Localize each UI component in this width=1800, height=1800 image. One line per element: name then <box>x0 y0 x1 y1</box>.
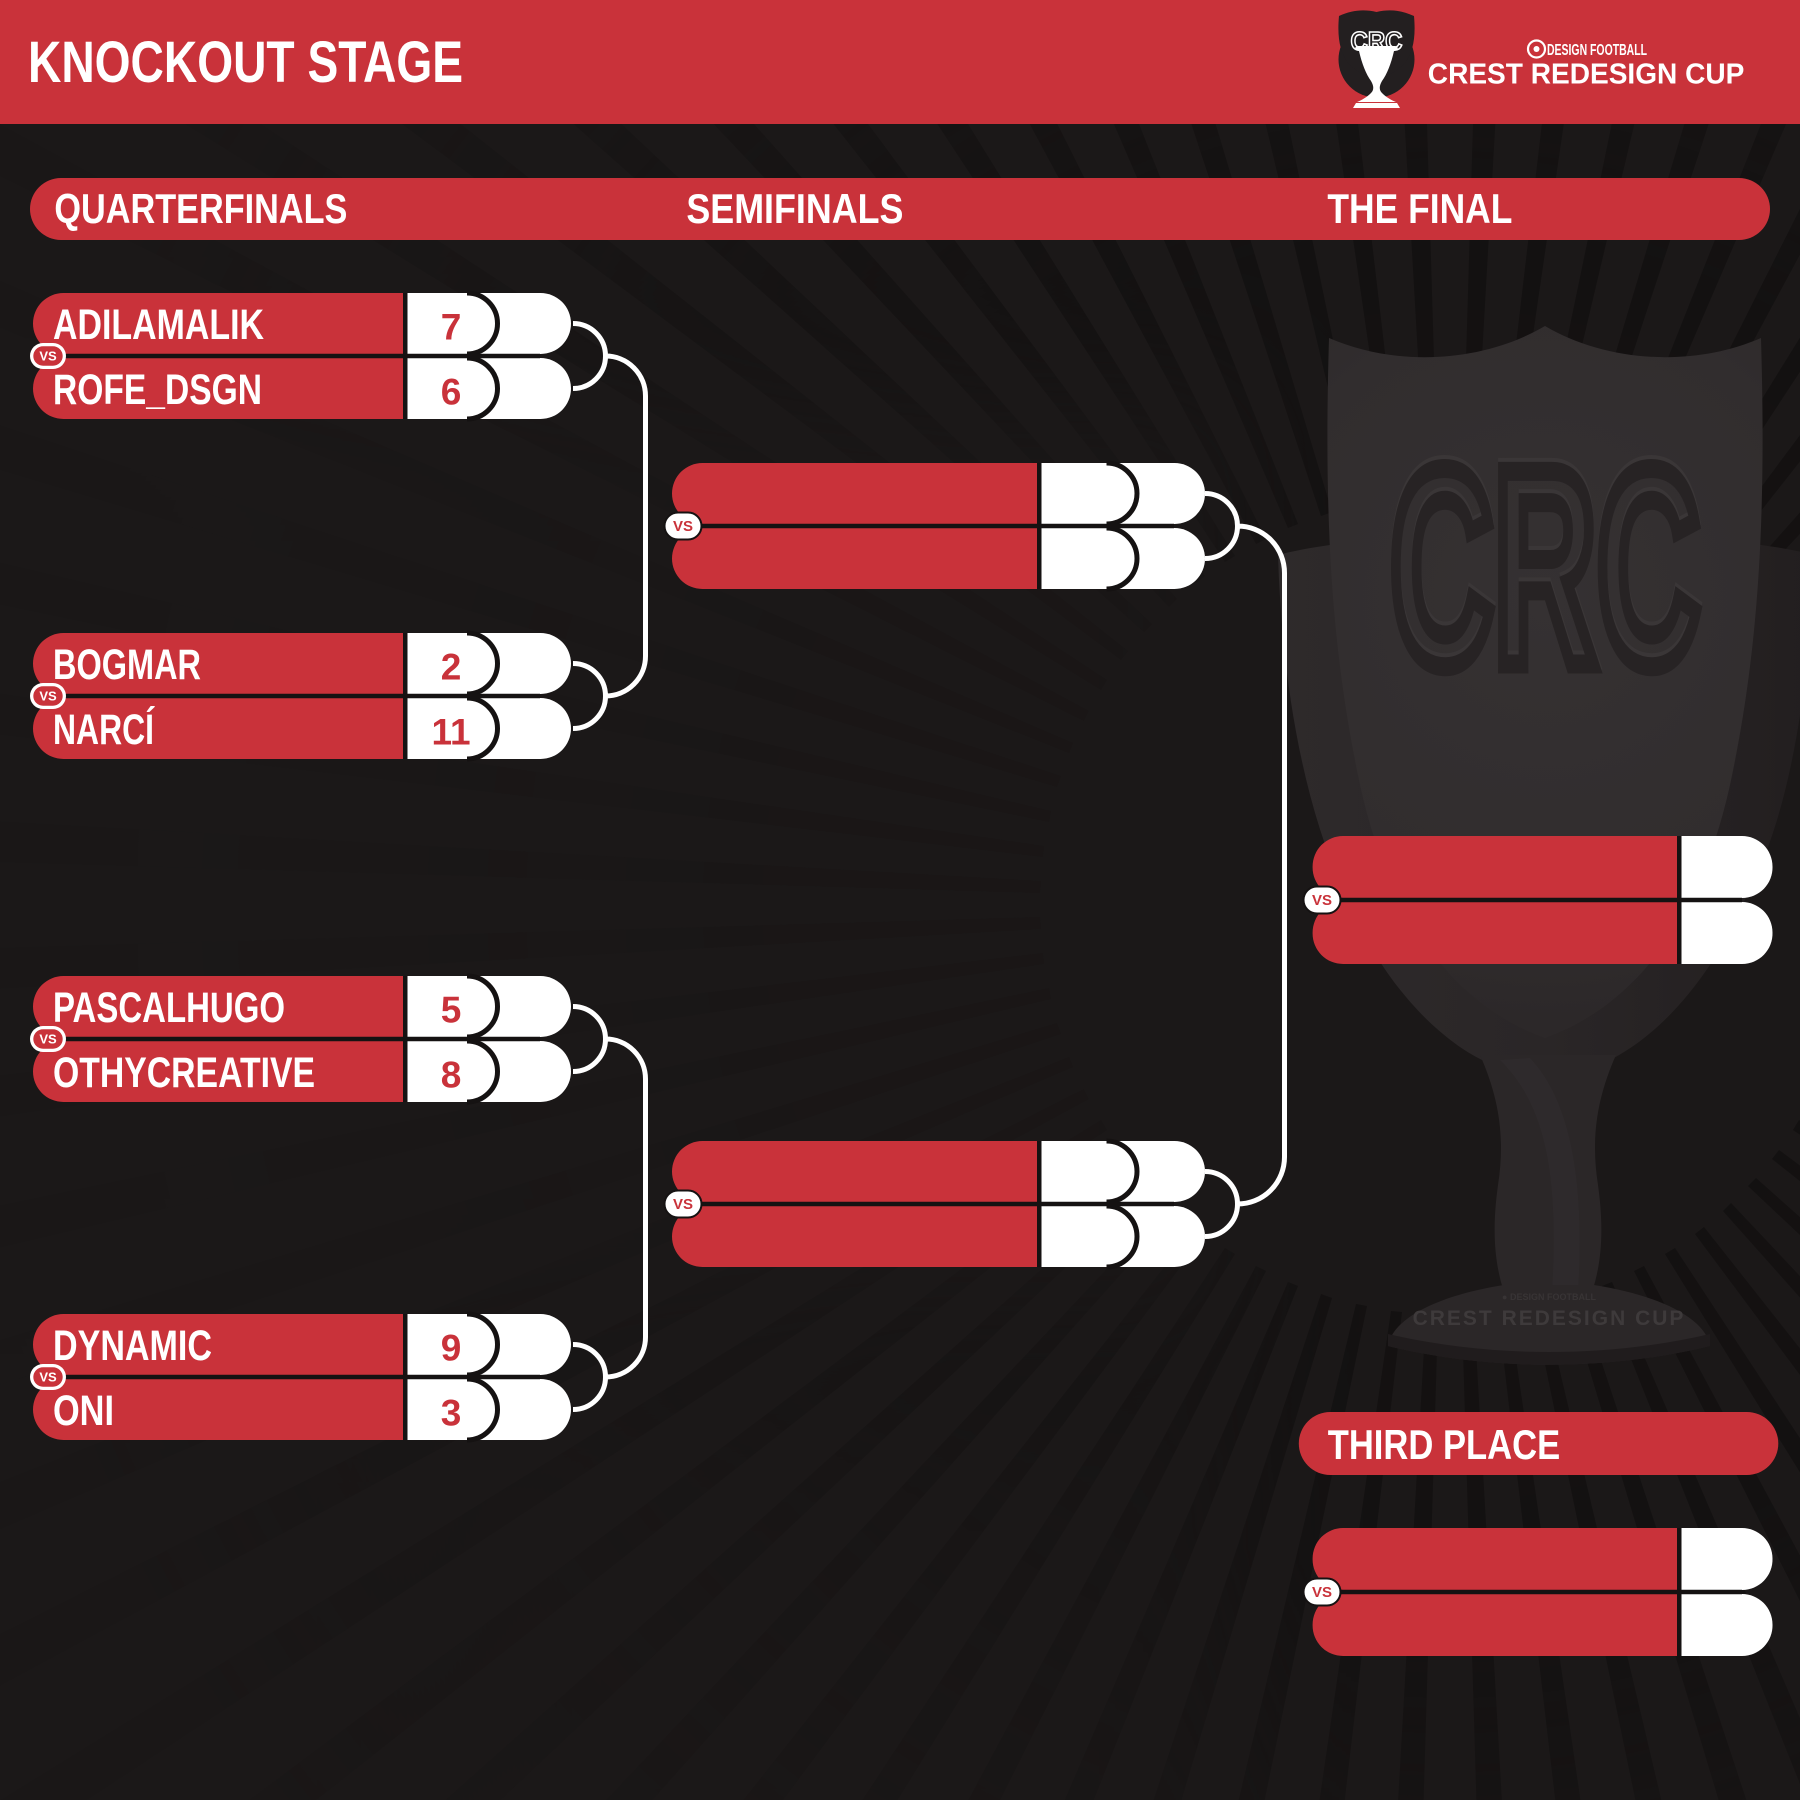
svg-text:VS: VS <box>673 1196 693 1213</box>
svg-text:VS: VS <box>39 1032 57 1047</box>
svg-text:DYNAMIC: DYNAMIC <box>53 1322 212 1370</box>
svg-text:VS: VS <box>39 349 57 364</box>
svg-text:7: 7 <box>441 307 462 348</box>
svg-text:THIRD PLACE: THIRD PLACE <box>1328 1421 1561 1468</box>
svg-text:PASCALHUGO: PASCALHUGO <box>53 984 285 1032</box>
svg-text:KNOCKOUT STAGE: KNOCKOUT STAGE <box>28 30 463 95</box>
svg-text:5: 5 <box>441 990 462 1031</box>
svg-text:QUARTERFINALS: QUARTERFINALS <box>54 185 347 232</box>
svg-text:CREST REDESIGN CUP: CREST REDESIGN CUP <box>1428 59 1745 91</box>
svg-text:ADILAMALIK: ADILAMALIK <box>53 301 264 349</box>
svg-text:ROFE_DSGN: ROFE_DSGN <box>53 366 262 414</box>
svg-text:3: 3 <box>441 1393 462 1434</box>
svg-text:6: 6 <box>441 372 462 413</box>
svg-text:DESIGN FOOTBALL: DESIGN FOOTBALL <box>1547 42 1647 59</box>
svg-text:8: 8 <box>441 1055 462 1096</box>
svg-text:CRC: CRC <box>1390 412 1700 724</box>
svg-text:VS: VS <box>39 689 57 704</box>
svg-text:ONI: ONI <box>53 1387 114 1435</box>
svg-text:CREST REDESIGN CUP: CREST REDESIGN CUP <box>1413 1307 1686 1330</box>
svg-text:BOGMAR: BOGMAR <box>53 641 201 689</box>
svg-text:2: 2 <box>441 647 462 688</box>
svg-text:VS: VS <box>673 518 693 535</box>
svg-text:CRC: CRC <box>1390 408 1700 720</box>
svg-text:SEMIFINALS: SEMIFINALS <box>686 185 903 232</box>
svg-text:NARCÍ: NARCÍ <box>53 706 155 754</box>
svg-text:VS: VS <box>1312 1584 1332 1601</box>
svg-text:VS: VS <box>1312 892 1332 909</box>
svg-text:OTHYCREATIVE: OTHYCREATIVE <box>53 1049 315 1097</box>
svg-text:VS: VS <box>39 1370 57 1385</box>
svg-text:THE FINAL: THE FINAL <box>1327 185 1512 232</box>
svg-text:● DESIGN FOOTBALL: ● DESIGN FOOTBALL <box>1502 1292 1596 1302</box>
svg-text:9: 9 <box>441 1328 462 1369</box>
svg-text:11: 11 <box>431 712 470 753</box>
